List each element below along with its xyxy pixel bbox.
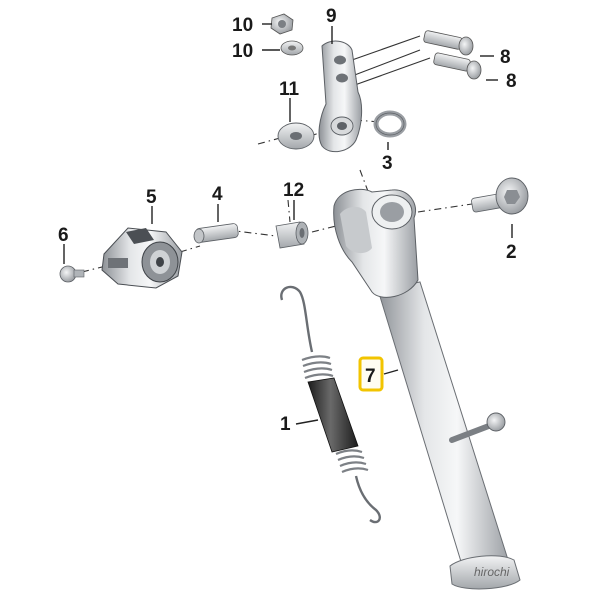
highlight-box <box>358 356 384 392</box>
callout-6: 6 <box>58 225 69 246</box>
bushing-12 <box>275 221 309 249</box>
callout-8-upper: 8 <box>500 47 511 68</box>
callout-9: 9 <box>326 6 337 27</box>
bolt-2 <box>471 177 529 215</box>
bracket-9 <box>318 40 363 153</box>
callout-3: 3 <box>382 153 393 174</box>
watermark-text: hirochi <box>474 565 510 579</box>
callout-1: 1 <box>280 414 291 435</box>
screw-6 <box>59 265 85 283</box>
washer-10 <box>280 40 304 56</box>
bolt-8-upper <box>351 30 474 77</box>
callout-10-nut: 10 <box>232 15 253 36</box>
washer-11 <box>277 122 315 150</box>
callout-5: 5 <box>146 187 157 208</box>
callout-8-lower: 8 <box>506 71 517 92</box>
spring-1 <box>280 285 381 524</box>
callout-4: 4 <box>212 184 223 205</box>
callout-10-washer: 10 <box>232 41 253 62</box>
ring-3 <box>373 110 407 138</box>
callout-2: 2 <box>506 242 517 263</box>
leader-lines <box>63 23 513 425</box>
stud-4 <box>193 223 239 244</box>
callout-labels: 10 10 9 8 8 11 3 12 4 5 6 2 7 1 <box>58 6 517 435</box>
switch-assembly-5 <box>101 227 183 289</box>
callout-11: 11 <box>279 79 300 100</box>
bolt-8-lower <box>351 52 482 87</box>
callout-7: 7 <box>365 366 376 387</box>
nut-10 <box>270 13 294 35</box>
callout-12: 12 <box>283 180 304 201</box>
side-stand-7 <box>333 188 521 590</box>
